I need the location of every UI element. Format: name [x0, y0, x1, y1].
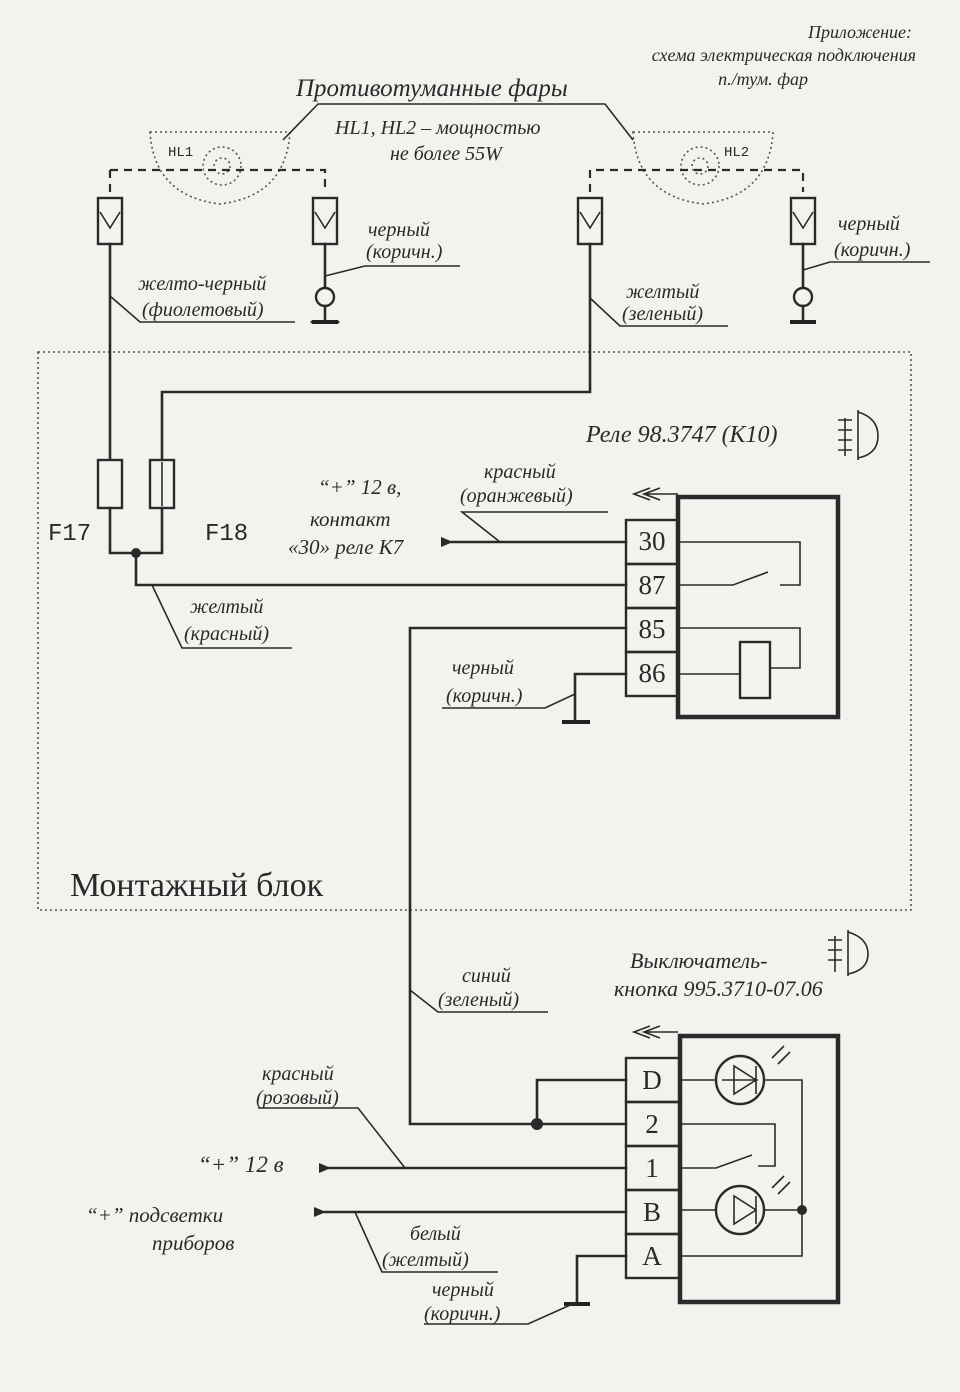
label-pin1-wire-2: (розовый) — [256, 1087, 339, 1109]
wire-86-ground — [573, 672, 628, 722]
switch-pin-a: A — [642, 1241, 662, 1271]
label-87-wire-2: (красный) — [184, 623, 269, 645]
switch-symbol-chevron — [631, 1025, 678, 1039]
label-hl1-supply-2: (фиолетовый) — [142, 299, 264, 321]
label-switch-wire-2: (зеленый) — [438, 989, 519, 1011]
junction-d2 — [531, 1118, 543, 1130]
relay-symbol-chevron — [631, 487, 678, 501]
mounting-block-label: Монтажный блок — [70, 867, 324, 904]
leader-lines — [109, 103, 930, 1325]
wire-d — [535, 1078, 628, 1126]
label-30-target-2: контакт — [310, 507, 391, 531]
connectors — [96, 196, 817, 246]
label-hl2-ground-1: черный — [838, 213, 900, 235]
relay-pin-86: 86 — [639, 658, 666, 688]
label-pina-wire-2: (коричн.) — [424, 1303, 501, 1325]
lamps-power-line-2: не более 55W — [390, 143, 504, 165]
switch-pin-d: D — [642, 1065, 662, 1095]
label-backlight-1: “+” подсветки — [86, 1203, 223, 1227]
label-86-wire-2: (коричн.) — [446, 685, 523, 707]
fog-light-symbol-switch — [828, 930, 869, 976]
label-hl2-supply-1: желтый — [626, 281, 699, 303]
fuse-f18: F18 — [205, 521, 248, 548]
fuse-f17: F17 — [48, 521, 91, 548]
label-hl1-supply-1: желто-черный — [138, 273, 266, 295]
label-pinb-wire-2: (желтый) — [382, 1249, 469, 1271]
label-30-wire-1: красный — [484, 461, 556, 483]
wire-hl2-f18 — [160, 242, 592, 460]
label-86-wire-1: черный — [452, 657, 514, 679]
appendix-line-3: п./тум. фар — [718, 69, 808, 89]
relay-pin-85: 85 — [639, 614, 666, 644]
wire-a-ground — [575, 1254, 628, 1304]
label-30-target-3: «30» реле К7 — [288, 535, 405, 559]
label-30-wire-2: (оранжевый) — [460, 485, 573, 507]
fog-lamp-hl2 — [588, 131, 805, 205]
label-pina-wire-1: черный — [432, 1279, 494, 1301]
relay-pin-30: 30 — [639, 526, 666, 556]
switch-pin-2: 2 — [645, 1109, 659, 1139]
appendix-line-2: схема электрическая подключения — [652, 45, 916, 65]
fog-lamps-title: Противотуманные фары — [295, 75, 568, 102]
label-pinb-wire-1: белый — [410, 1223, 461, 1245]
hl2-label: HL2 — [724, 145, 749, 161]
wire-85-switch — [408, 626, 628, 1126]
relay-pin-87: 87 — [639, 570, 666, 600]
lamps-power-line-1: HL1, HL2 – мощностью — [334, 117, 540, 139]
switch-pin-1: 1 — [645, 1153, 659, 1183]
label-switch-wire-1: синий — [462, 965, 511, 987]
label-hl2-supply-2: (зеленый) — [622, 303, 703, 325]
lamp-grounds — [310, 242, 816, 324]
label-pin1-wire-1: красный — [262, 1063, 334, 1085]
switch-pin-b: B — [643, 1197, 661, 1227]
relay-title: Реле 98.3747 (К10) — [585, 422, 777, 448]
label-hl1-ground-1: черный — [368, 219, 430, 241]
switch-title-1: Выключатель- — [630, 948, 767, 973]
switch-title-2: кнопка 995.3710-07.06 — [614, 976, 823, 1001]
label-hl2-ground-2: (коричн.) — [834, 239, 911, 261]
label-hl1-ground-2: (коричн.) — [366, 241, 443, 263]
fuses — [96, 458, 628, 587]
hl1-label: HL1 — [168, 145, 193, 161]
fog-light-symbol-relay — [838, 410, 879, 460]
mounting-block-frame — [37, 351, 912, 911]
appendix-title: Приложение: — [807, 22, 912, 42]
label-plus-12v: “+” 12 в — [198, 1152, 284, 1177]
fog-lamp-hl1 — [108, 131, 327, 205]
label-87-wire-1: желтый — [190, 596, 263, 618]
label-30-target-1: “+” 12 в, — [318, 475, 401, 499]
label-backlight-2: приборов — [152, 1231, 234, 1255]
